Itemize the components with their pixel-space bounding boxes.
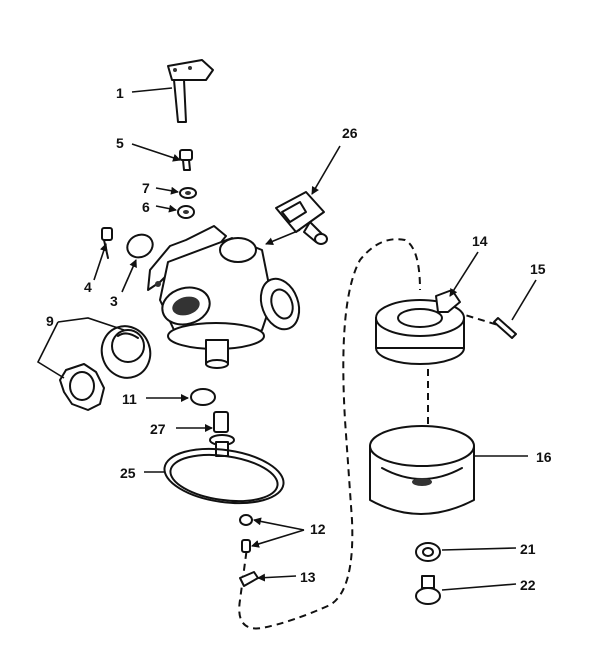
label-part-21: 21: [520, 541, 536, 557]
part-float-pin: [493, 317, 517, 339]
part-nut: [177, 205, 195, 219]
label-part-25: 25: [120, 465, 136, 481]
label-part-22: 22: [520, 577, 536, 593]
label-part-3: 3: [110, 293, 118, 309]
part-o-ring: [190, 388, 216, 406]
part-carburetor-body: [147, 225, 301, 369]
label-part-16: 16: [536, 449, 552, 465]
part-primer-bulb: [100, 325, 152, 379]
label-part-9: 9: [46, 313, 54, 329]
part-labels: 1 5 7 6 4 3 26 9 11 27 25 12 13 14 15 16…: [46, 85, 552, 593]
label-part-13: 13: [300, 569, 316, 585]
part-primer-retainer: [59, 363, 105, 411]
part-float-bowl: [369, 425, 475, 515]
part-throttle-shaft: [167, 59, 214, 123]
label-part-15: 15: [530, 261, 546, 277]
leader-lines: [36, 87, 537, 591]
label-part-6: 6: [142, 199, 150, 215]
part-bowl-washer: [415, 542, 441, 562]
assembly-dashed-path: [238, 238, 421, 630]
part-float: [375, 289, 465, 365]
part-screw: [179, 149, 193, 171]
label-part-14: 14: [472, 233, 488, 249]
label-part-26: 26: [342, 125, 358, 141]
part-fuel-inlet-fitting: [275, 191, 328, 245]
label-part-5: 5: [116, 135, 124, 151]
part-bowl-gasket: [163, 447, 285, 505]
label-part-1: 1: [116, 85, 124, 101]
label-part-27: 27: [150, 421, 166, 437]
label-part-12: 12: [310, 521, 326, 537]
label-part-4: 4: [84, 279, 92, 295]
part-needle-seat-set: [239, 514, 259, 587]
part-drain-screw: [415, 575, 441, 605]
part-disc-gasket: [126, 233, 154, 259]
label-part-11: 11: [122, 391, 137, 407]
part-washer: [179, 187, 197, 199]
label-part-7: 7: [142, 180, 150, 196]
float-pin-dashed-axis: [454, 311, 499, 326]
